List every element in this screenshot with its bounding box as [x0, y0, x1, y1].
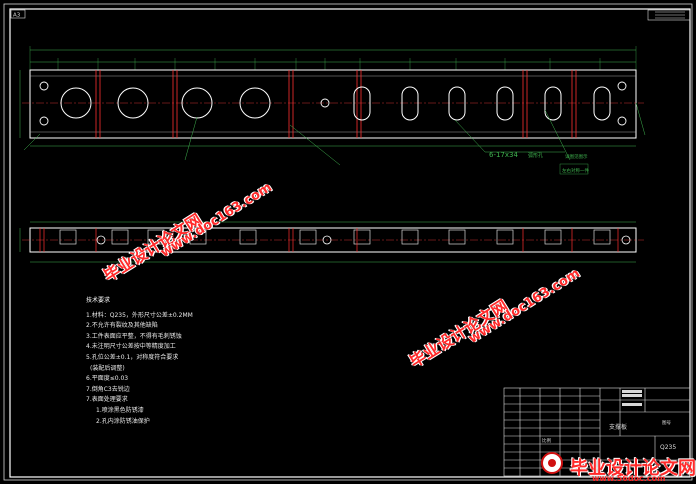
- hole-callout: 6-17x34: [489, 151, 518, 159]
- note-line: 4.未注明尺寸公差按中等精度加工: [86, 343, 176, 351]
- title-block-fills: [622, 390, 642, 406]
- title-part-name: 支撑板: [609, 424, 628, 431]
- hole-callout-suffix: 弧形孔: [528, 152, 543, 159]
- corner-tag-box: [10, 9, 26, 19]
- note-line: 1.喷涂黑色防锈漆: [96, 406, 144, 414]
- plan-view: [19, 46, 646, 166]
- watermark-brand-corner: 毕业设计论文网: [570, 458, 696, 479]
- front-view: [19, 221, 644, 263]
- title-scale-label: 比例: [542, 439, 551, 444]
- side-note-2: 左右对称一件: [562, 167, 589, 174]
- note-line: 2.孔内涂防锈油保护: [96, 417, 150, 425]
- inner-frame: [9, 8, 691, 478]
- note-line: 3.工件表面应平整，不得有毛刺锈蚀: [86, 332, 182, 340]
- side-note-1: 详图见图示: [565, 153, 588, 160]
- note-line: 1.材料：Q235，外形尺寸公差±0.2MM: [86, 311, 193, 319]
- title-sheet-label: 图号: [662, 421, 671, 426]
- corner-mark-box: [647, 9, 691, 21]
- note-line: 7.表面处理要求: [86, 396, 128, 404]
- title-block: [503, 387, 691, 477]
- corner-tag: A3: [13, 13, 21, 19]
- note-line: 5.孔位公差±0.1，对称度符合要求: [86, 353, 179, 361]
- note-line: 7.倒角C3去锐边: [86, 385, 130, 393]
- technical-notes: 技术要求 1.材料：Q235，外形尺寸公差±0.2MM 2.不允许有裂纹及其他缺…: [86, 296, 193, 427]
- note-line: (装配后调整): [90, 364, 125, 372]
- title-material: Q235: [660, 444, 677, 451]
- notes-title: 技术要求: [86, 297, 111, 304]
- watermark-url-corner: www.56doc.com: [592, 474, 666, 483]
- note-line: 2.不允许有裂纹及其他缺陷: [86, 322, 158, 330]
- note-line: 6.平面度≤0.03: [86, 375, 129, 383]
- callout-box: [559, 163, 589, 175]
- outer-frame: [3, 3, 693, 481]
- watermark-logo-icon: [541, 452, 563, 474]
